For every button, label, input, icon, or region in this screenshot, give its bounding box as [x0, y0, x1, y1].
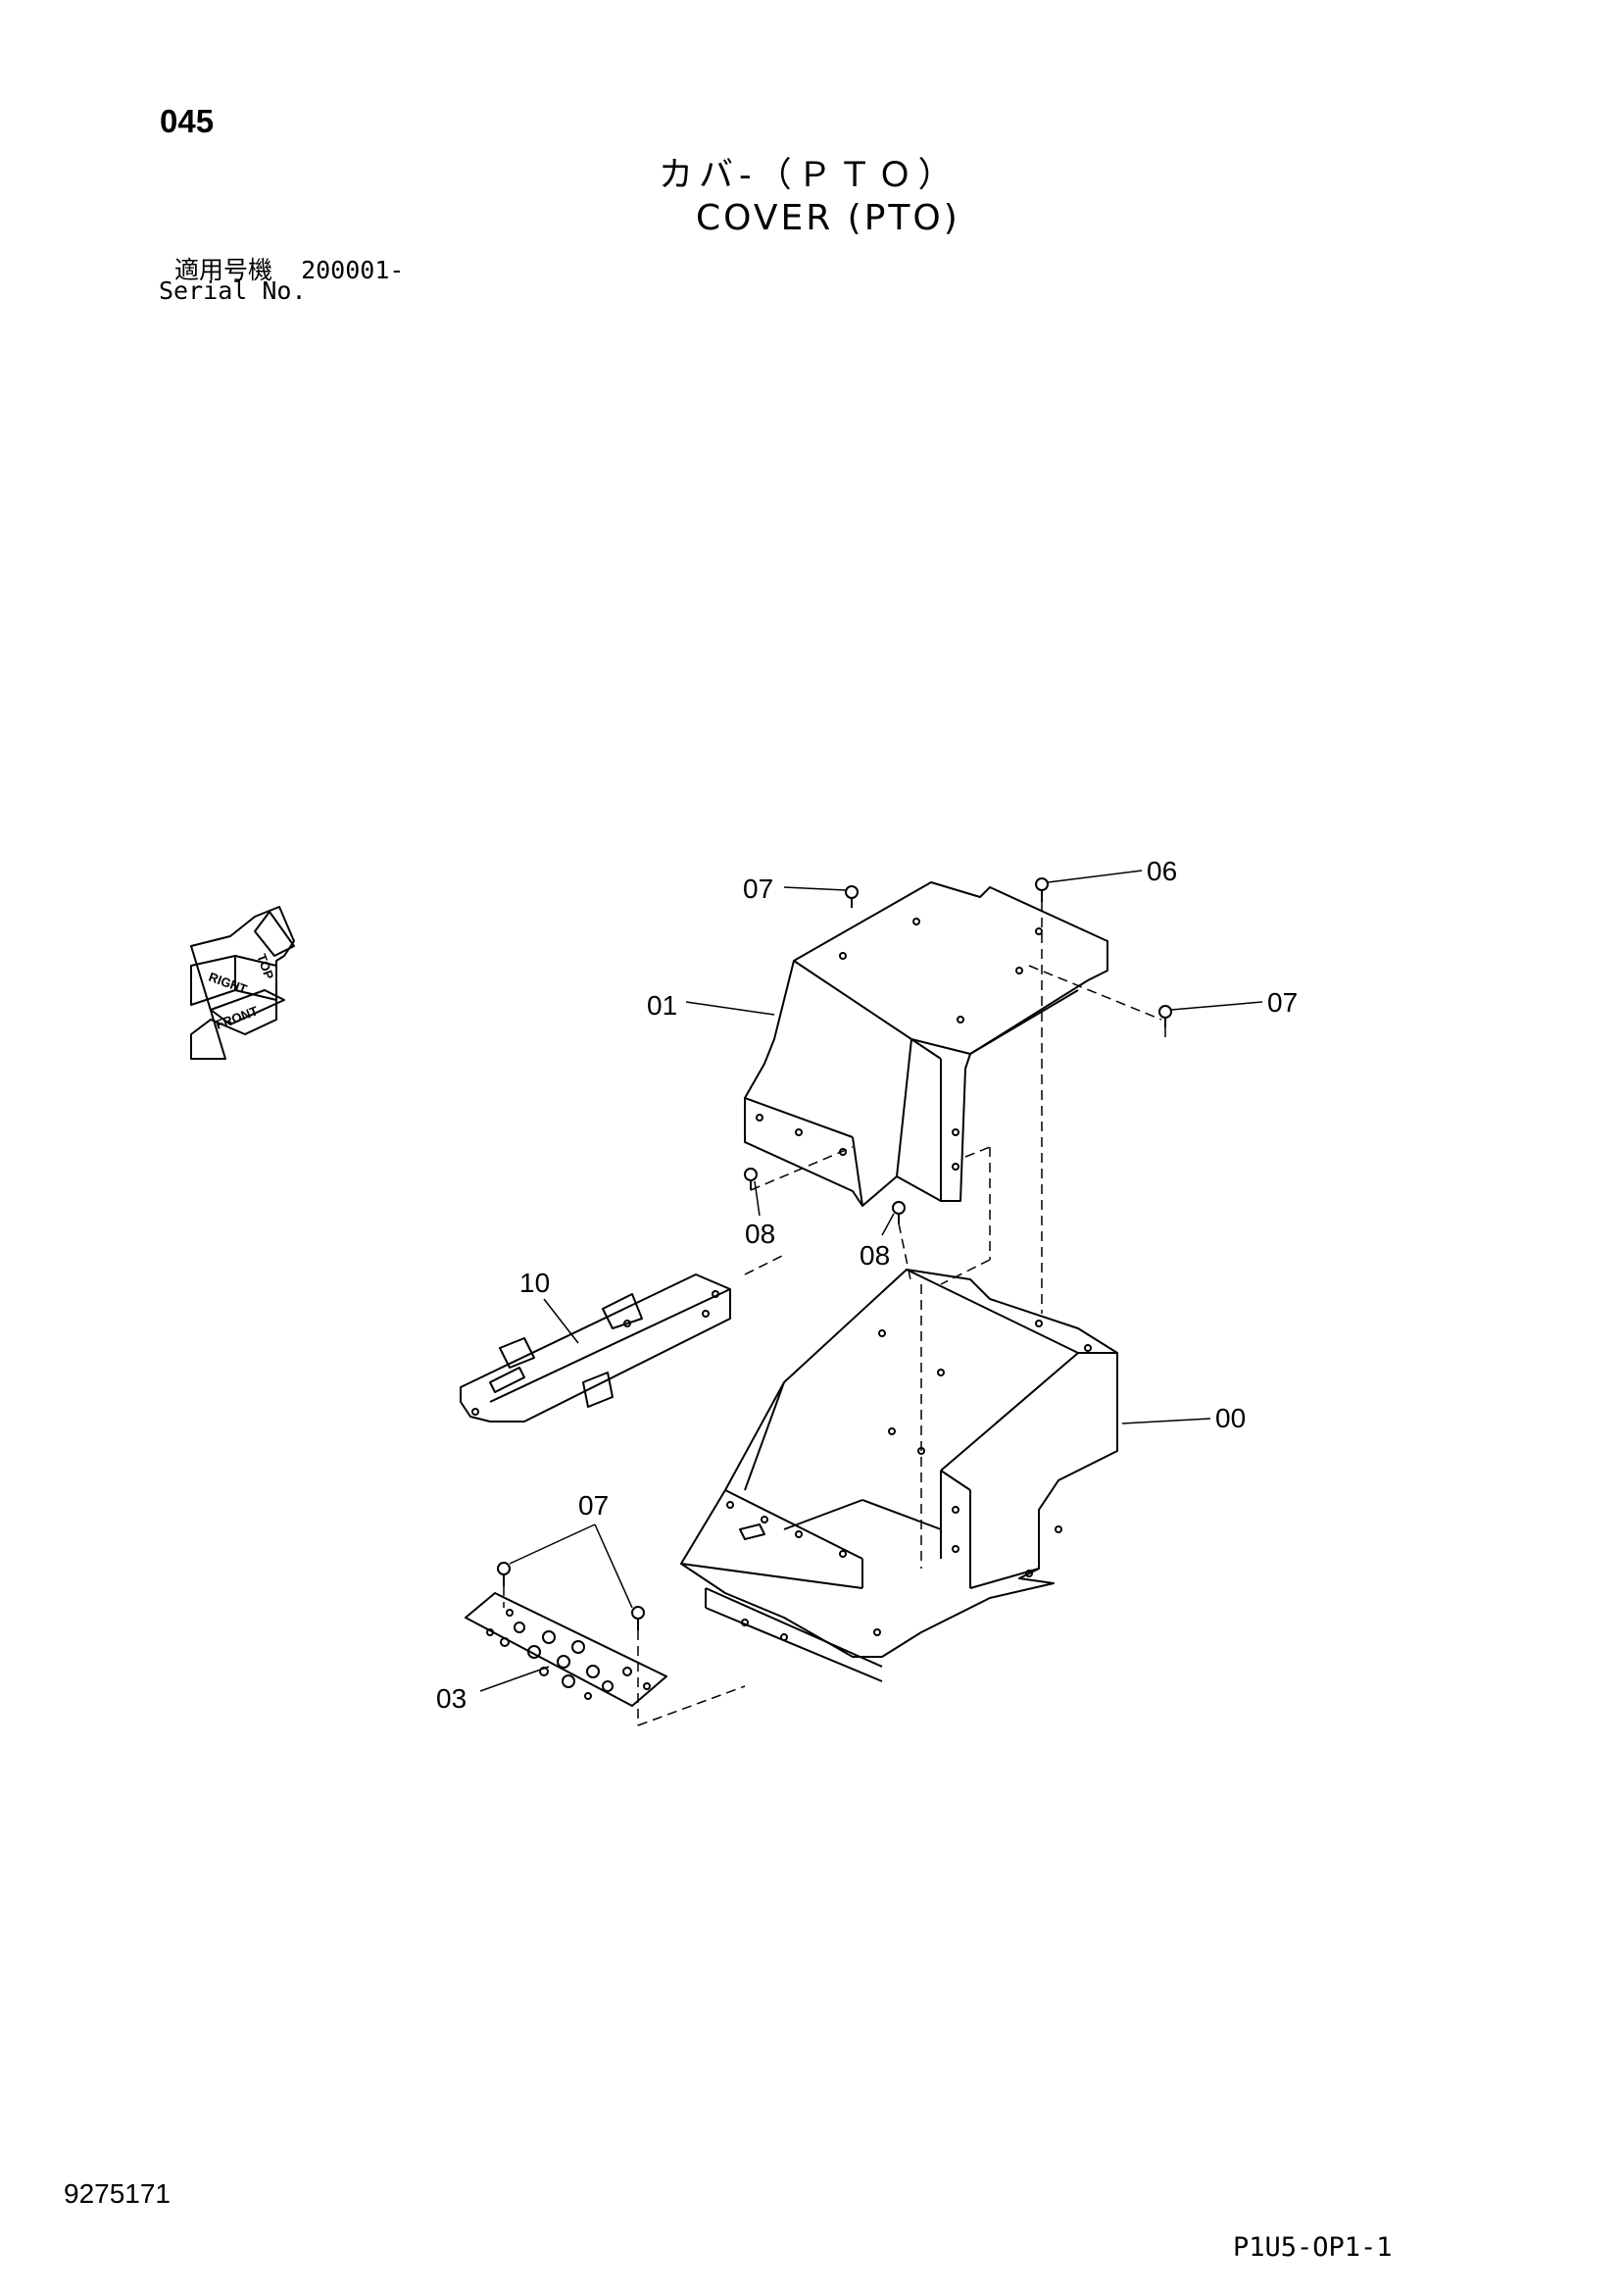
orientation-label-top: TOP	[254, 952, 276, 981]
title-english: COVER (PTO)	[696, 198, 960, 238]
serial-value: 200001-	[301, 256, 405, 284]
part-10-bar-bracket	[460, 1273, 731, 1423]
part-01-upper-cover	[744, 881, 1108, 1207]
orientation-label-front: FRONT	[214, 1003, 260, 1031]
bolt-08-left	[744, 1168, 758, 1190]
callout-00: 00	[1215, 1403, 1246, 1433]
callout-01: 01	[647, 990, 677, 1021]
callout-08-left: 08	[745, 1219, 775, 1249]
bolt-06	[1035, 877, 1049, 902]
bolt-07-right	[1158, 1005, 1172, 1027]
document-number: 9275171	[64, 2178, 172, 2209]
page-number: 045	[160, 103, 215, 139]
plate-grommets	[486, 1609, 651, 1700]
serial-line-japanese: 適用号機 200001-	[174, 251, 404, 286]
callout-08-right: 08	[860, 1240, 890, 1271]
leader-lines	[479, 870, 1263, 1692]
callout-06: 06	[1147, 856, 1177, 886]
callout-10: 10	[519, 1268, 550, 1298]
bolt-07-bottom-a	[497, 1562, 511, 1586]
part-00-bracket-frame	[680, 1269, 1118, 1682]
serial-label-english: Serial No.	[159, 276, 307, 305]
serial-label-japanese: 適用号機	[174, 256, 273, 284]
sheet-code: P1U5-OP1-1	[1233, 2232, 1393, 2263]
callout-07-top: 07	[743, 873, 773, 904]
bolt-08-right	[892, 1201, 906, 1223]
part-03-perforated-plate	[465, 1592, 667, 1707]
bolt-07-bottom-b	[631, 1606, 645, 1630]
callout-03: 03	[436, 1683, 467, 1714]
callout-07-bottom: 07	[578, 1490, 609, 1521]
callout-07-right: 07	[1267, 987, 1298, 1018]
title-japanese: カバ-（ＰＴＯ）	[659, 156, 959, 195]
assembly-lines	[503, 902, 1166, 1726]
orientation-icon: TOP RIGHT FRONT	[190, 906, 295, 1060]
bolt-07-top	[845, 885, 859, 908]
